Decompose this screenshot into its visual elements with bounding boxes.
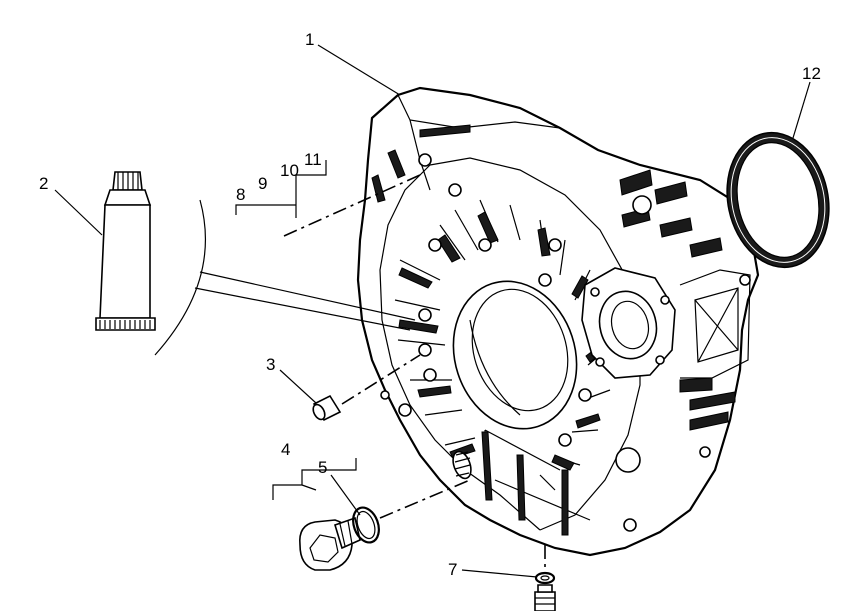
callout-10: 10 — [280, 161, 299, 180]
callout-1: 1 — [305, 30, 314, 49]
hardware-bracket — [235, 160, 327, 218]
dowel-pin — [312, 394, 342, 422]
callout-9: 9 — [258, 174, 267, 193]
dowel-pin-axis — [341, 354, 421, 405]
plug-axis — [379, 479, 471, 519]
callout-11: 11 — [304, 150, 322, 169]
seal-ring — [352, 506, 380, 544]
sealant-tube — [95, 171, 156, 331]
callout-5: 5 — [318, 458, 327, 477]
drain-plug — [298, 516, 361, 571]
callout-3: 3 — [266, 355, 275, 374]
flywheel-housing — [356, 86, 760, 557]
plug-bracket — [272, 458, 357, 500]
bolt-axis — [283, 174, 421, 237]
sealant-application-arc — [154, 199, 206, 356]
callout-12: 12 — [802, 64, 821, 83]
drain-boss — [452, 450, 472, 480]
sealant-leader-lower — [194, 287, 411, 331]
lower-plug — [534, 584, 556, 611]
callout-2: 2 — [39, 174, 48, 193]
callout-4: 4 — [281, 440, 290, 459]
callout-7: 7 — [448, 560, 457, 579]
washer — [534, 571, 556, 585]
o-ring — [726, 131, 830, 269]
sealant-leader-upper — [199, 271, 416, 321]
leader-lines — [54, 44, 811, 578]
callout-8: 8 — [236, 185, 245, 204]
